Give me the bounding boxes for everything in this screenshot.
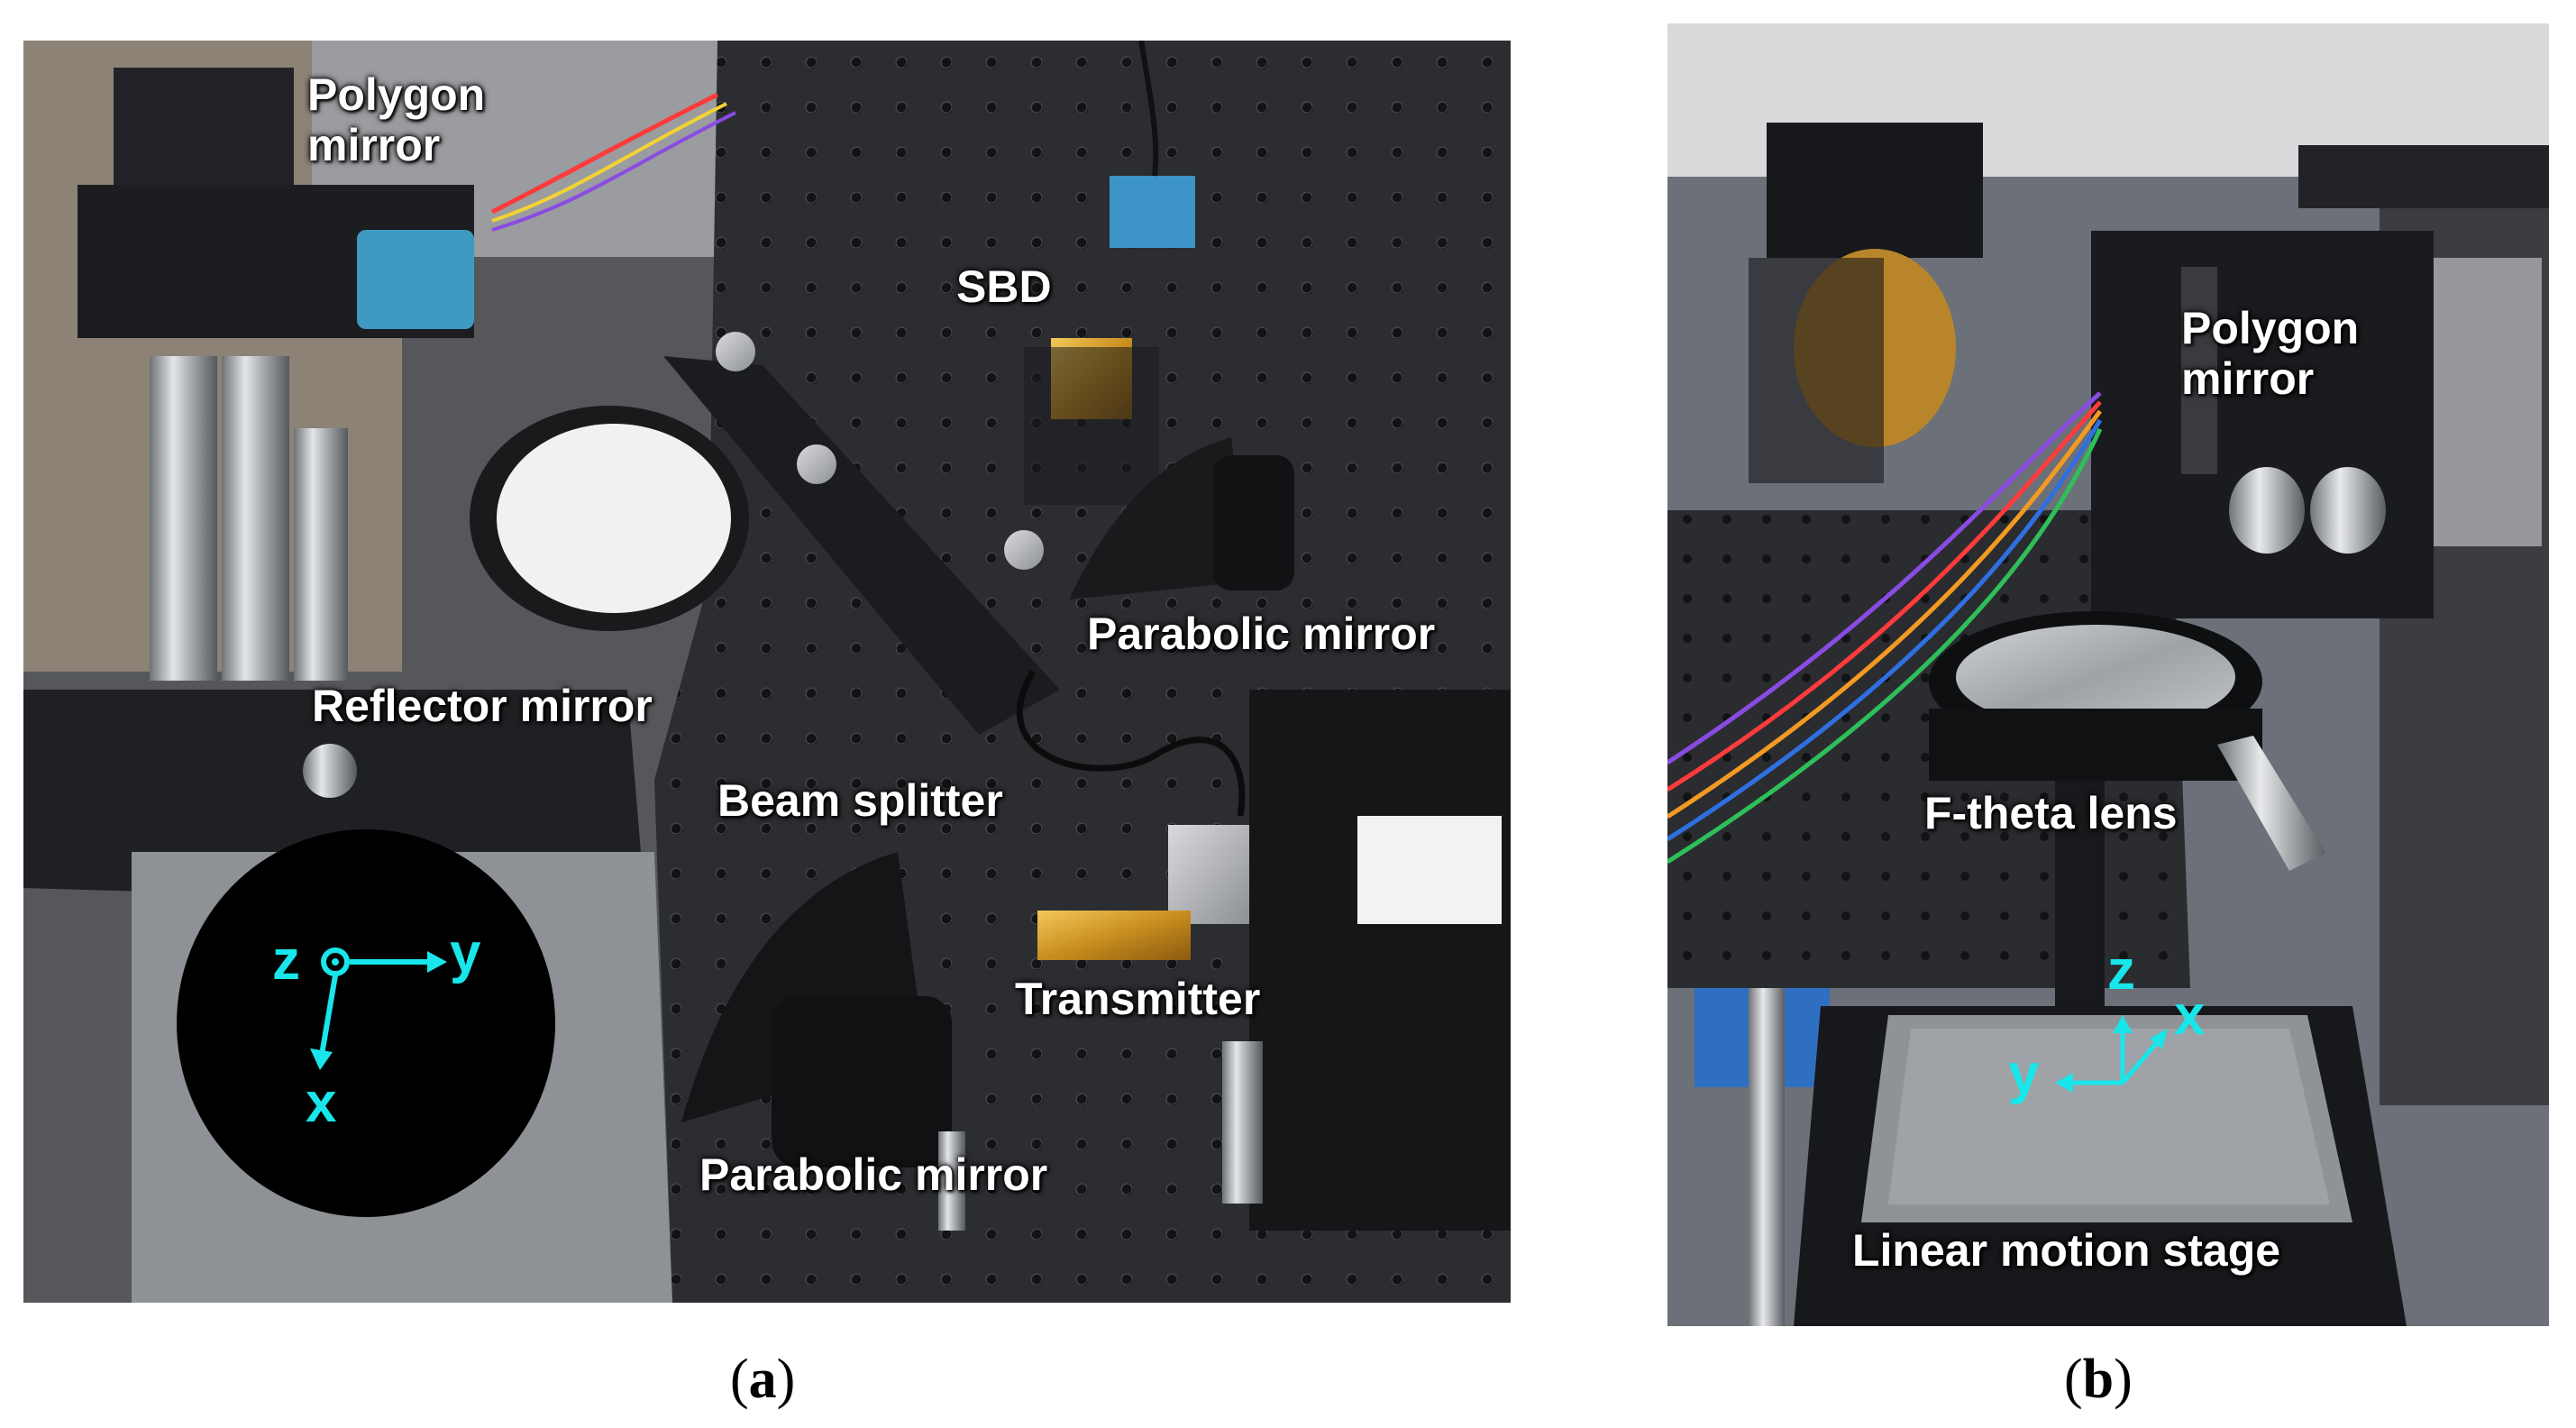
sbd-post: [1024, 347, 1159, 505]
label-parabolic-mirror-bottom: Parabolic mirror: [699, 1149, 1048, 1200]
signal-cable: [1016, 670, 1246, 817]
polygon-mirror-housing: [2091, 231, 2434, 618]
polygon-stage: [114, 68, 294, 185]
y-arrow-head-b: [2055, 1073, 2073, 1093]
transmitter-waveguide: [1037, 911, 1191, 960]
cable-purple: [491, 111, 736, 232]
caption-a: (a): [730, 1349, 796, 1410]
motor-cylinder-2: [2310, 467, 2386, 554]
cable-green-b: [1667, 427, 2103, 865]
caption-b-letter: b: [2082, 1349, 2115, 1410]
polygon-mirror-shaft: [2181, 267, 2217, 474]
silver-rod-2: [222, 356, 289, 681]
photo-a-illustration: [23, 41, 1511, 1303]
transmitter-adapter: [1168, 825, 1249, 924]
sample-film: [1888, 1029, 2330, 1204]
label-parabolic-mirror-top: Parabolic mirror: [1087, 609, 1436, 659]
label-sbd: SBD: [956, 261, 1052, 312]
silver-rod-1: [150, 356, 217, 681]
beam-splitter-arm: [663, 356, 1060, 735]
y-arrow-head: [427, 951, 447, 973]
cable-red-b: [1667, 400, 2102, 792]
xy-stage-aperture: [177, 829, 555, 1217]
cable-blue-b: [1667, 418, 2103, 842]
x-axis-arrow-b: [2121, 1039, 2160, 1085]
silver-rod-3: [294, 428, 348, 681]
cable-purple-b: [1667, 391, 2102, 765]
background-monitor: [1767, 123, 1983, 258]
parabolic-mount-bottom: [772, 996, 952, 1167]
axis-label-z-b: z: [2107, 939, 2135, 1002]
mirror-mount-b: [1749, 258, 1884, 483]
transmitter-box: [1249, 690, 1511, 1231]
motor-driver-box: [357, 230, 474, 329]
reflector-mirror-surface: [497, 424, 731, 613]
post-rod: [1222, 1041, 1263, 1204]
axis-label-x-b: x: [2174, 984, 2206, 1047]
support-post: [1749, 988, 1785, 1326]
x-axis-arrow: [319, 975, 338, 1056]
f-theta-lens-barrel: [1929, 709, 2262, 781]
knob: [797, 444, 836, 484]
label-f-theta-lens: F-theta lens: [1924, 788, 2178, 838]
label-linear-motion-stage: Linear motion stage: [1852, 1225, 2281, 1276]
axis-arrows-b: [2055, 1015, 2168, 1093]
label-reflector-mirror: Reflector mirror: [312, 681, 653, 731]
x-arrow-head: [310, 1048, 333, 1070]
z-axis-out-symbol: [321, 947, 350, 976]
z-arrow-head-b: [2113, 1015, 2133, 1033]
caption-b: (b): [2064, 1349, 2133, 1410]
x-arrow-head-b: [2150, 1029, 2168, 1049]
lens-support-post: [2055, 781, 2105, 1006]
cable-yellow: [491, 102, 727, 223]
cable-orange-b: [1667, 409, 2103, 819]
axis-label-z-a: z: [272, 929, 300, 992]
axis-arrows-a: [310, 947, 447, 1070]
knob: [1004, 530, 1044, 570]
axis-label-x-a: x: [306, 1072, 337, 1134]
knob: [303, 744, 357, 798]
post-rod: [938, 1131, 965, 1231]
f-theta-lens-glass: [1956, 625, 2235, 729]
sbd-cable: [1138, 41, 1159, 177]
photo-b-illustration: [1667, 23, 2549, 1326]
sbd-housing: [1110, 176, 1195, 248]
polygon-stage-top: [2298, 145, 2549, 208]
label-beam-splitter: Beam splitter: [717, 775, 1003, 826]
cable-red: [490, 92, 719, 215]
parabolic-mount-top: [1213, 455, 1294, 590]
parabolic-mirror-top: [1069, 437, 1249, 600]
axis-label-y-a: y: [450, 922, 481, 984]
lens-handle-rod: [2217, 736, 2325, 871]
motor-cylinder-1: [2229, 467, 2305, 554]
label-transmitter: Transmitter: [1015, 974, 1261, 1024]
knob: [716, 332, 755, 371]
axis-label-y-b: y: [2008, 1043, 2040, 1105]
caption-a-letter: a: [748, 1349, 777, 1410]
z-axis-dot: [332, 958, 339, 966]
transmitter-label-sticker: [1357, 816, 1502, 924]
